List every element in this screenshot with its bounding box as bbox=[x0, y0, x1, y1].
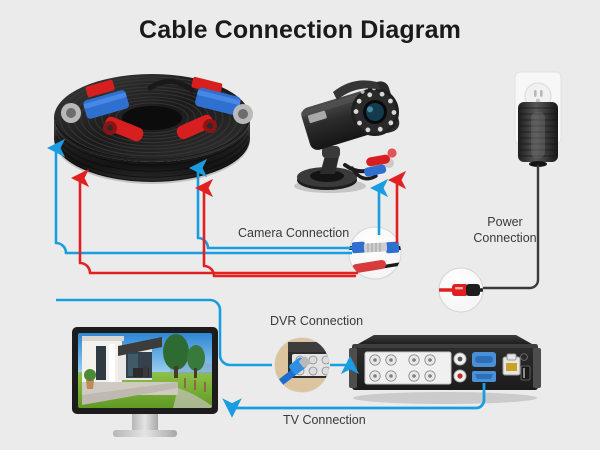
label-tv-connection: TV Connection bbox=[283, 413, 366, 427]
label-power-connection-line2: Connection bbox=[473, 231, 537, 245]
inset-power-connector bbox=[438, 267, 484, 313]
tv-illustration bbox=[72, 327, 218, 437]
camera-illustration bbox=[294, 80, 400, 193]
dvr-usb-power bbox=[520, 353, 531, 381]
coil-left-connectors bbox=[61, 79, 144, 142]
dvr-audio-ports bbox=[453, 352, 467, 383]
arrow-tv-connection bbox=[222, 383, 486, 418]
dvr-lan-port bbox=[502, 353, 521, 376]
arrow-dvr-connection bbox=[56, 298, 272, 367]
coil-right-connectors bbox=[176, 76, 253, 140]
inset-camera-connector bbox=[348, 226, 402, 280]
label-power-connection-line1: Power bbox=[487, 215, 523, 229]
arrow-camera-power-mid bbox=[194, 178, 356, 278]
dvr-hdmi-port bbox=[472, 371, 496, 382]
dvr-bnc-ports bbox=[369, 354, 436, 382]
power-cable-line bbox=[482, 164, 540, 290]
arrow-camera-power-left bbox=[70, 168, 358, 275]
dvr-vga-port bbox=[472, 352, 496, 367]
arrow-camera-video-left bbox=[46, 138, 352, 255]
page-title: Cable Connection Diagram bbox=[139, 16, 461, 44]
label-dvr-connection: DVR Connection bbox=[270, 314, 364, 328]
dvr-illustration bbox=[349, 335, 541, 404]
inset-dvr-connector bbox=[274, 337, 330, 393]
label-camera-connection: Camera Connection bbox=[238, 226, 350, 240]
power-adapter-illustration bbox=[514, 71, 562, 167]
